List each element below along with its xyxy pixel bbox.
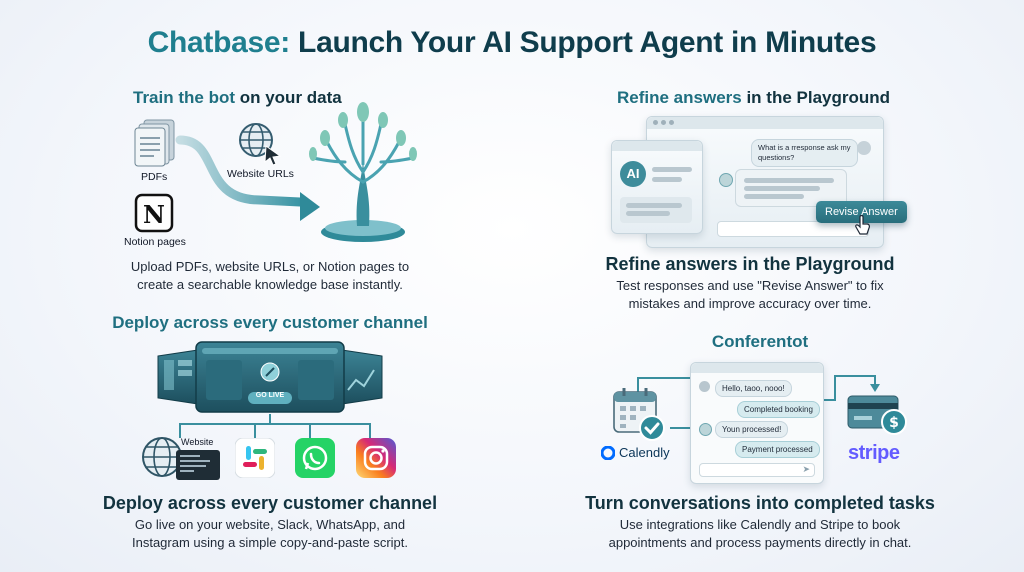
user-avatar-small [699,381,710,392]
notion-pages-label: Notion pages [124,236,186,248]
send-icon[interactable]: ➤ [802,464,810,474]
message-3: Youn processed! [715,421,789,438]
deploy-description: Go live on your website, Slack, WhatsApp… [131,517,408,550]
deploy-dashboard-illustration [157,341,383,413]
refine-description: Test responses and use "Revise Answer" t… [616,278,884,311]
user-avatar [857,141,871,155]
calendly-logo: Calendly [601,445,670,460]
globe-icon [239,123,282,166]
hand-cursor-icon [855,215,870,235]
page-title: Chatbase: Launch Your AI Support Agent i… [147,26,877,59]
payment-card-icon: $ [847,395,907,435]
task-chat-input[interactable]: ➤ [699,463,815,477]
bot-answer-bubble [735,169,847,207]
bot-avatar-small [699,423,712,436]
website-globe-icon [142,437,182,477]
notion-icon: N [134,193,174,233]
pdf-document-icon [134,119,175,167]
calendar-check-icon [613,388,665,441]
tasks-description: Use integrations like Calendly and Strip… [608,517,912,550]
task-chat-window: Hello, taoo, nooo! Completed booking You… [690,362,824,484]
ai-panel: AI [611,140,703,234]
refine-heading: Refine answers in the Playground [617,88,891,107]
flow-arrows [175,135,320,221]
revise-answer-button[interactable]: Revise Answer [816,201,907,223]
message-2: Completed booking [737,401,820,418]
message-4: Payment processed [735,441,820,458]
deploy-connectors [179,414,371,438]
train-description: Upload PDFs, website URLs, or Notion pag… [130,259,410,292]
message-1: Hello, taoo, nooo! [715,380,792,397]
pdfs-label: PDFs [141,171,168,183]
train-heading: Train the bot on your data [133,88,342,107]
svg-text:$: $ [889,415,899,431]
calendly-mark-icon [601,445,615,460]
whatsapp-icon[interactable] [295,438,335,478]
knowledge-tree-icon [309,102,417,242]
slack-icon[interactable] [235,438,275,478]
refine-heading-bottom: Refine answers in the Playground [605,254,895,274]
chat-input[interactable] [717,221,869,237]
svg-text:N: N [143,200,165,229]
deploy-heading: Deploy across every customer channel [112,313,428,332]
stripe-logo: stripe [848,442,900,464]
deploy-heading-bottom: Deploy across every customer channel [102,493,438,513]
tasks-heading-bottom: Turn conversations into completed tasks [585,493,935,513]
tasks-heading: Conferentot [711,332,809,351]
ai-badge: AI [620,161,646,187]
user-question-bubble: What is a rresponse ask my questions? [751,139,858,167]
code-snippet-icon [176,450,220,480]
go-live-button[interactable]: GO LIVE [255,392,285,399]
website-urls-label: Website URLs [227,168,294,180]
instagram-icon[interactable] [356,438,396,478]
website-label: Website [181,437,214,447]
bot-avatar-icon [719,173,733,187]
